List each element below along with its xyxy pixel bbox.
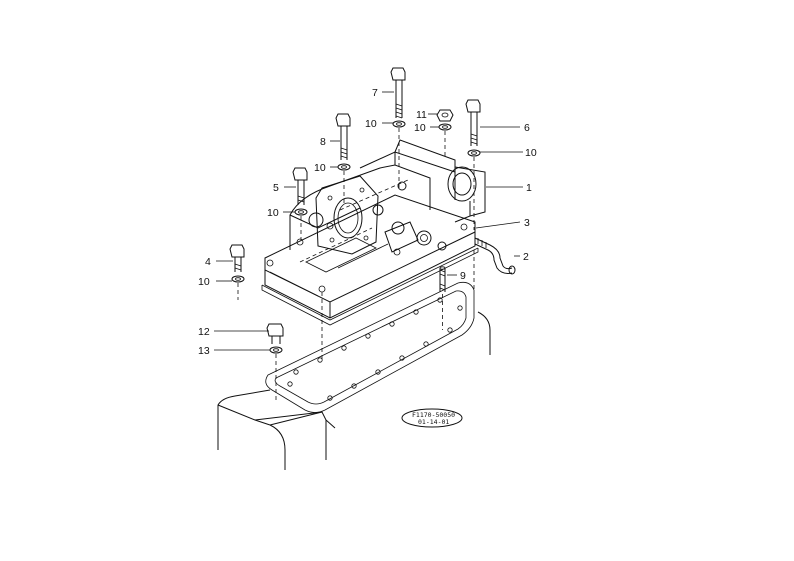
callout-10-mid: 10	[314, 162, 326, 174]
stamp-line-2: 01-14-01	[418, 418, 449, 426]
washer-7	[392, 120, 406, 190]
bolt-8	[335, 113, 351, 160]
callout-7: 7	[372, 87, 378, 99]
stamp-line-1: F1170-50050	[412, 411, 455, 419]
leader-lines	[214, 91, 523, 351]
gasket-bolt-holes	[287, 297, 463, 401]
washer-4	[231, 275, 245, 283]
plug-12	[266, 323, 284, 344]
gasket	[265, 281, 475, 413]
callout-5: 5	[273, 182, 279, 194]
callout-10-low: 10	[198, 276, 210, 288]
callout-12: 12	[198, 326, 210, 338]
transmission-case-top	[217, 311, 491, 470]
stud-9	[439, 266, 446, 330]
washer-11	[438, 123, 452, 158]
nut-11	[436, 109, 454, 122]
bolt-5	[292, 167, 308, 205]
callout-10-top: 10	[365, 118, 377, 130]
callout-11: 11	[416, 109, 427, 121]
callout-4: 4	[205, 256, 211, 268]
callout-10-nut: 10	[414, 122, 426, 134]
callout-3: 3	[524, 217, 530, 229]
callout-6: 6	[524, 122, 530, 134]
oil-pipe	[474, 237, 516, 275]
callouts: 7 10 11 10 8 10 5 10 4 10 6 10 1 3 2 9 1…	[198, 87, 537, 357]
washer-5	[294, 208, 308, 240]
reference-stamp: F1170-50050 01-14-01	[401, 408, 463, 428]
bolt-7	[390, 67, 406, 119]
callout-13: 13	[198, 345, 210, 357]
callout-8: 8	[320, 136, 326, 148]
callout-1: 1	[526, 182, 532, 194]
washer-6	[467, 149, 481, 157]
callout-10-right: 10	[525, 147, 537, 159]
callout-10-left: 10	[267, 207, 279, 219]
callout-2: 2	[523, 251, 529, 263]
bolt-6	[465, 99, 481, 146]
hydraulic-cylinder-case	[261, 139, 486, 326]
bolt-4	[229, 244, 245, 272]
callout-9: 9	[460, 270, 466, 282]
